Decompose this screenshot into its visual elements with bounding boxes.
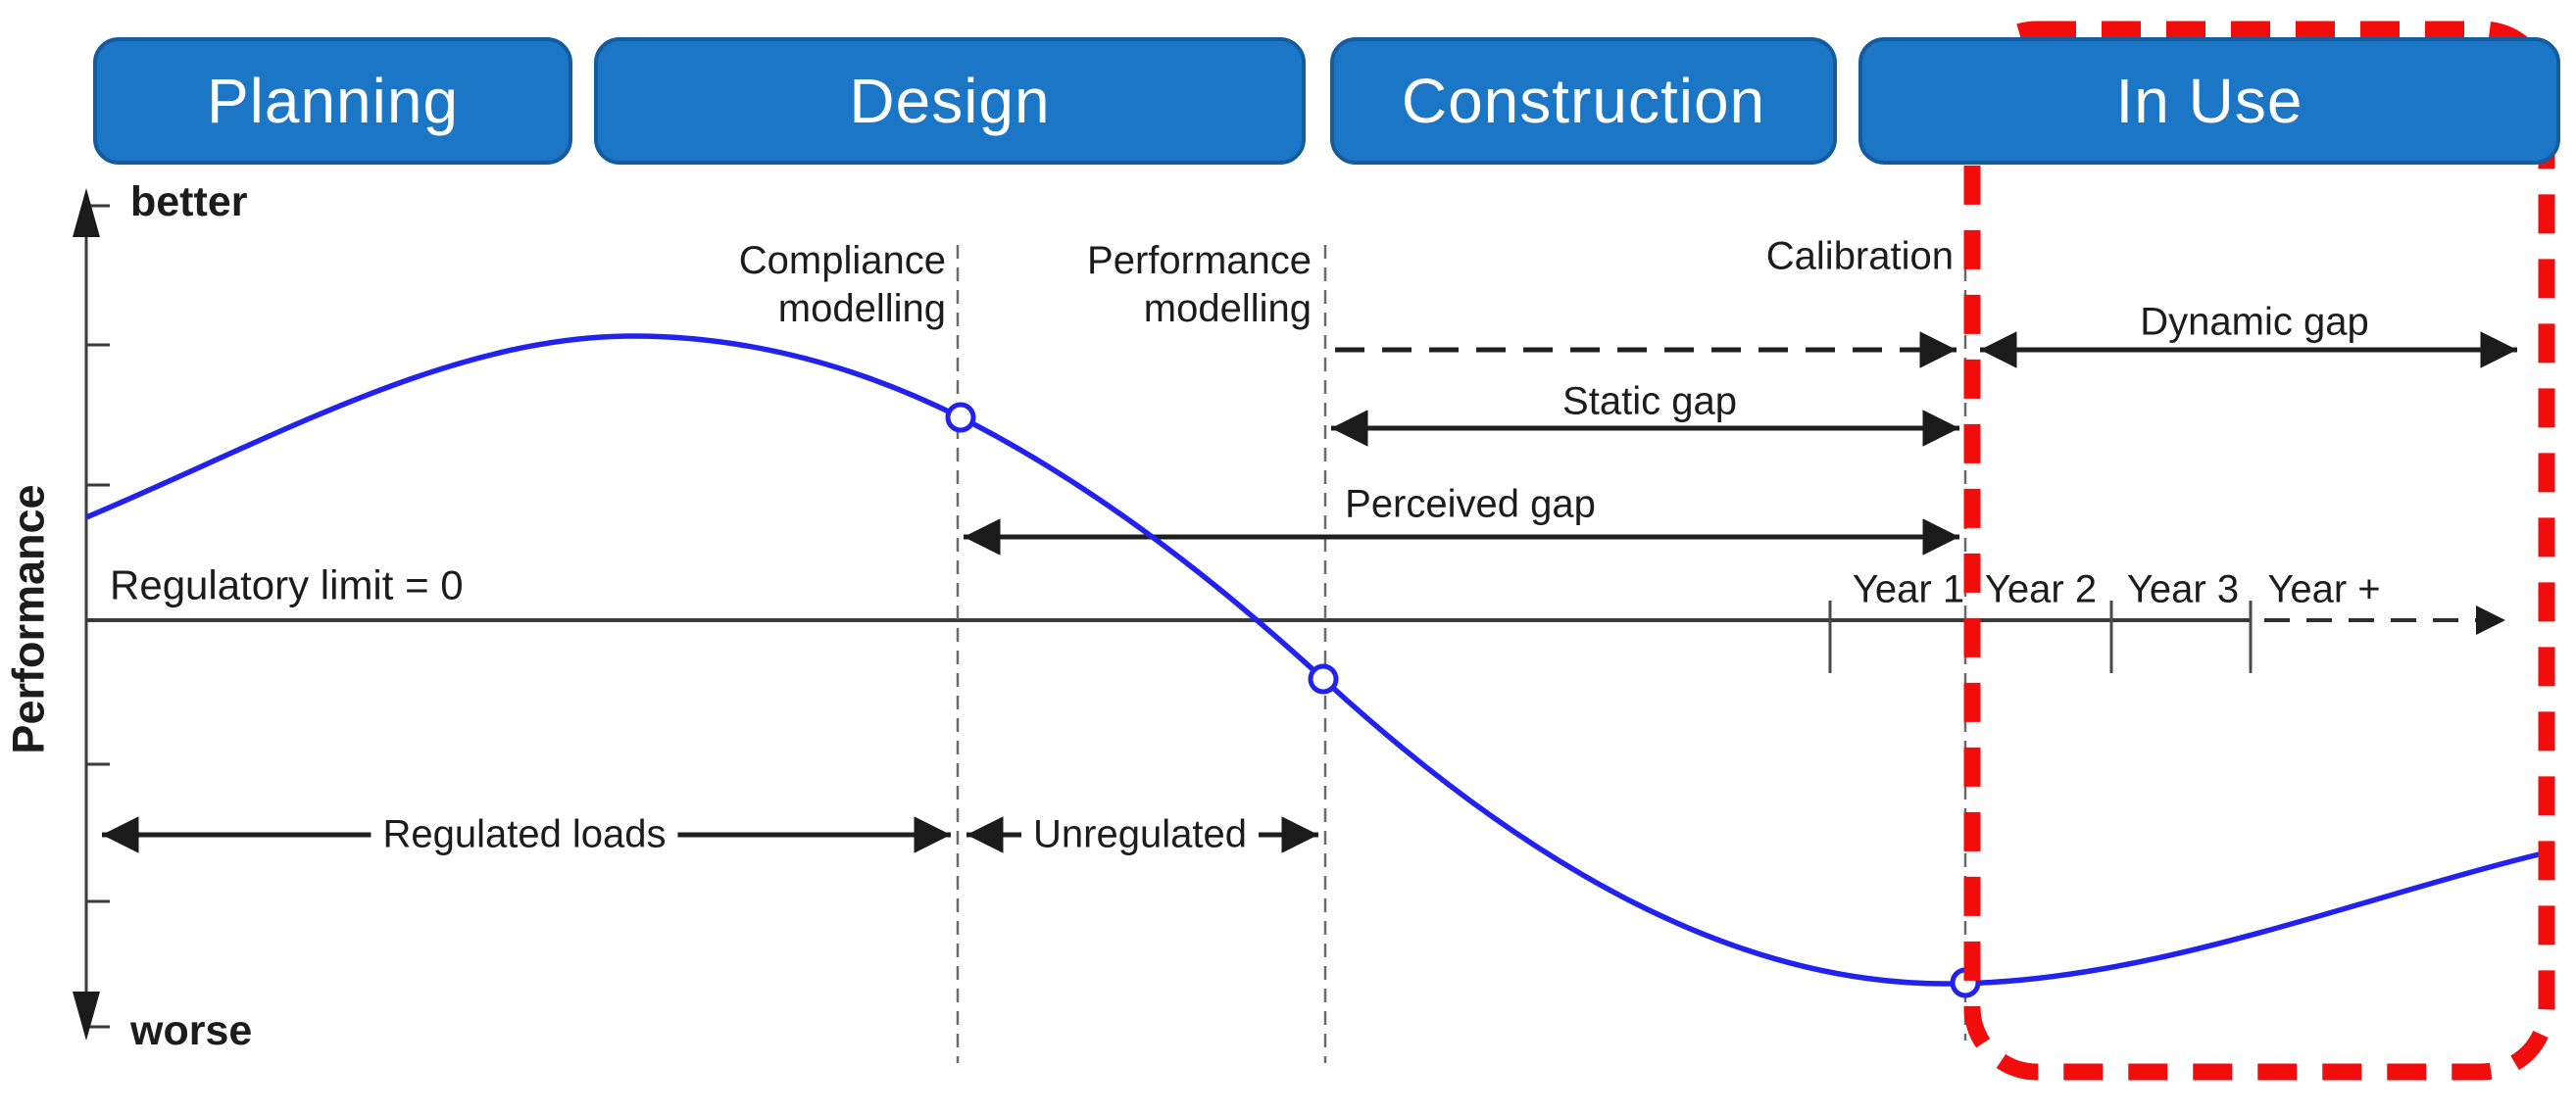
axis-better-label: better (130, 177, 248, 225)
phase-bar-planning: Planning (93, 37, 572, 165)
regulated-loads-label: Regulated loads (371, 810, 678, 859)
dynamic-gap-label: Dynamic gap (2140, 300, 2369, 344)
axis-worse-label: worse (130, 1006, 253, 1054)
year-ticks (1828, 601, 2253, 673)
y-axis-up-arrowhead (73, 188, 100, 237)
year-plus-label: Year + (2267, 567, 2381, 611)
unregulated-label: Unregulated (1021, 810, 1259, 859)
year-2-label: Year 2 (1984, 567, 2098, 611)
compliance-point (945, 402, 976, 433)
calibration-label: Calibration (1765, 234, 1954, 278)
phase-bar-design: Design (594, 37, 1306, 165)
in-use-highlight-box (1963, 21, 2555, 1081)
y-axis (84, 204, 110, 1029)
y-axis-title: Performance (3, 484, 54, 754)
y-axis-down-arrowhead (73, 992, 100, 1041)
perceived-gap-label: Perceived gap (1345, 482, 1596, 526)
phase-label-construction: Construction (1401, 66, 1766, 136)
phase-label-in-use: In Use (2115, 66, 2304, 136)
year-3-label: Year 3 (2126, 567, 2240, 611)
year-1-label: Year 1 (1852, 567, 1965, 611)
phase-label-planning: Planning (206, 66, 460, 136)
regulatory-limit-label: Regulatory limit = 0 (110, 561, 464, 608)
compliance-modelling-label: Compliance modelling (738, 239, 946, 330)
performance-curve (84, 333, 2540, 987)
phase-label-design: Design (849, 66, 1051, 136)
phase-bar-construction: Construction (1330, 37, 1837, 165)
phase-bar-in-use: In Use (1858, 37, 2560, 165)
performance-point (1308, 663, 1339, 695)
static-gap-label: Static gap (1562, 379, 1737, 423)
performance-modelling-label: Performance modelling (1087, 239, 1312, 330)
